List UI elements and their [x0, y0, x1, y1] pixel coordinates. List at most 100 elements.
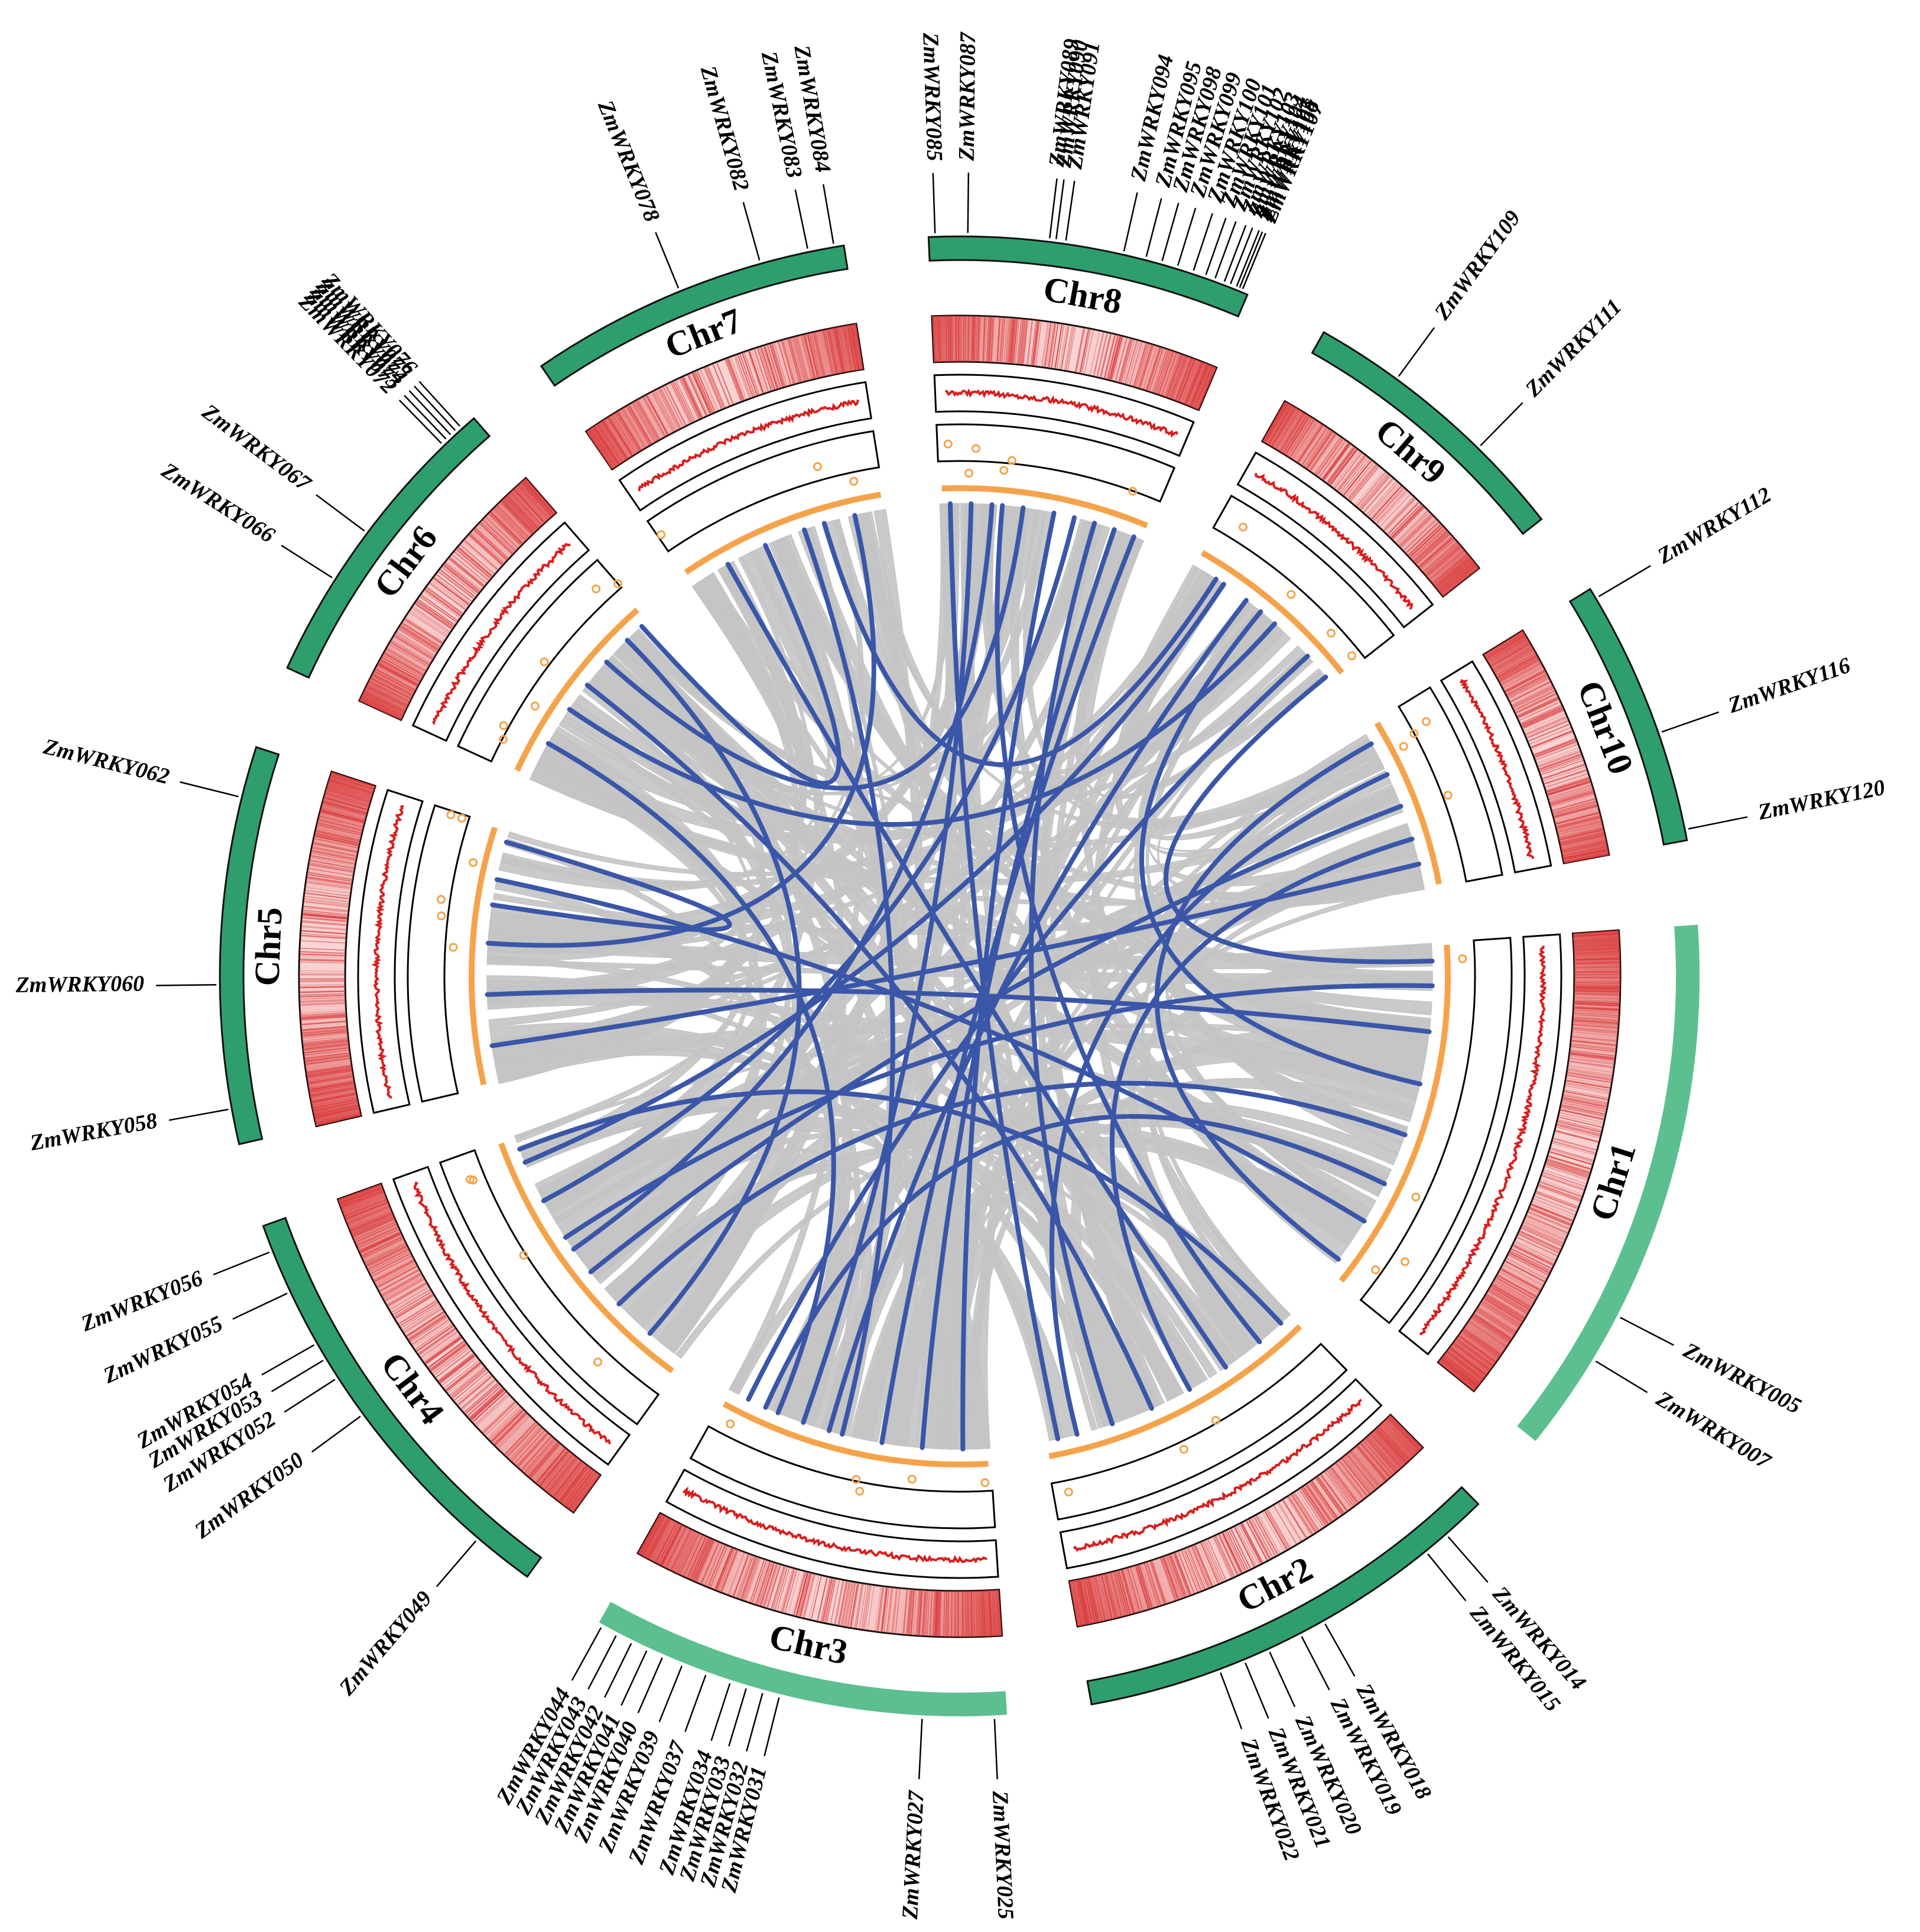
gene-marker[interactable]: ZmWRKY112	[1598, 482, 1776, 598]
gene-track	[514, 608, 639, 772]
chromosome-band[interactable]	[1311, 331, 1543, 535]
density-stripe	[1357, 1445, 1387, 1480]
density-stripe	[989, 1591, 992, 1635]
gene-marker[interactable]: ZmWRKY027	[898, 1719, 929, 1920]
density-stripe	[544, 1454, 573, 1490]
density-stripe	[977, 317, 980, 361]
scatter-track	[1397, 686, 1503, 883]
chromosome-band[interactable]	[540, 244, 849, 387]
density-stripe	[907, 1590, 912, 1634]
gene-marker[interactable]: ZmWRKY049	[334, 1540, 477, 1700]
density-stripe	[1268, 405, 1291, 444]
gene-marker[interactable]: ZmWRKY025	[987, 1719, 1018, 1920]
density-stripe	[1514, 1243, 1554, 1264]
density-stripe	[852, 325, 860, 369]
gene-marker[interactable]: ZmWRKY062	[41, 734, 239, 797]
density-stripe	[1347, 464, 1376, 499]
gene-marker[interactable]: ZmWRKY111	[1480, 294, 1627, 447]
chromosome-band[interactable]	[286, 417, 491, 679]
density-stripe	[826, 1579, 836, 1623]
density-stripe	[1343, 1457, 1372, 1492]
chromosome-band[interactable]	[1086, 1486, 1480, 1706]
density-stripe	[507, 1424, 538, 1457]
gene-marker[interactable]: ZmWRKY078	[593, 96, 680, 289]
density-stripe	[935, 1592, 938, 1636]
gene-marker[interactable]: ZmWRKY087	[954, 31, 980, 233]
density-stripe	[646, 395, 668, 435]
density-stripe	[1077, 1580, 1087, 1624]
chromosome-band[interactable]	[262, 1216, 542, 1578]
density-stripe	[1430, 550, 1464, 580]
gene-track	[1374, 721, 1443, 885]
density-stripe	[1574, 937, 1619, 940]
density-stripe	[839, 1582, 848, 1625]
density-stripe	[1556, 812, 1599, 824]
density-stripe	[1463, 1330, 1500, 1356]
density-stripe	[1330, 449, 1357, 485]
density-stripe	[1547, 777, 1589, 791]
density-stripe	[838, 327, 847, 371]
density-stripe	[554, 1462, 583, 1498]
density-stripe	[1291, 1494, 1316, 1532]
density-stripe	[396, 633, 434, 657]
density-stripe	[977, 317, 979, 361]
chromosome-band[interactable]	[219, 746, 280, 1145]
chromosome-band[interactable]	[1517, 924, 1700, 1441]
density-stripe	[1100, 334, 1111, 377]
density-stripe	[1574, 1002, 1619, 1006]
density-stripe	[1565, 1089, 1609, 1099]
density-stripe	[1497, 1274, 1537, 1297]
density-stripe	[1558, 1121, 1601, 1133]
density-stripe	[341, 1190, 383, 1207]
density-stripe	[374, 671, 414, 693]
density-stripe	[332, 772, 374, 787]
density-stripe	[915, 1590, 920, 1635]
density-stripe	[1249, 1519, 1271, 1558]
density-stripe	[345, 1199, 386, 1216]
density-stripe	[1558, 819, 1601, 831]
gene-marker[interactable]: ZmWRKY082	[695, 63, 761, 261]
density-stripe	[521, 1436, 551, 1470]
density-stripe	[807, 334, 819, 378]
gene-leader-line	[1301, 1636, 1330, 1691]
gene-marker[interactable]: ZmWRKY058	[28, 1108, 229, 1156]
gene-marker[interactable]: ZmWRKY085	[918, 32, 947, 233]
density-stripe	[300, 951, 345, 954]
chromosome-band[interactable]	[927, 235, 1249, 318]
density-stripe	[1519, 702, 1560, 721]
density-stripe	[589, 430, 615, 467]
density-stripe	[379, 1269, 419, 1291]
chromosome-chr4: Chr4	[262, 1142, 674, 1578]
density-stripe	[1492, 1284, 1531, 1307]
density-stripe	[315, 1108, 359, 1118]
density-stripe	[796, 1573, 808, 1616]
density-stripe	[975, 317, 977, 361]
density-stripe	[1094, 1577, 1106, 1620]
expression-point	[540, 657, 549, 667]
density-stripe	[1527, 720, 1568, 739]
density-stripe	[767, 345, 781, 388]
density-stripe	[1056, 324, 1065, 369]
density-stripe	[304, 1047, 349, 1054]
chromosome-band[interactable]	[1568, 587, 1688, 846]
density-stripe	[324, 797, 368, 810]
gene-leader-line	[1230, 228, 1253, 284]
density-stripe	[346, 1202, 387, 1219]
gene-leader-line	[571, 1627, 602, 1681]
density-stripe	[1222, 1532, 1242, 1573]
gene-marker[interactable]: ZmWRKY060	[15, 971, 217, 998]
density-stripe	[1032, 321, 1039, 365]
density-stripe	[495, 507, 527, 539]
gene-marker[interactable]: ZmWRKY109	[1398, 206, 1526, 377]
density-stripe	[1118, 339, 1131, 382]
synteny-links-layer	[486, 503, 1433, 1450]
gene-marker[interactable]: ZmWRKY120	[1688, 775, 1887, 830]
gene-marker[interactable]: ZmWRKY056	[77, 1251, 270, 1337]
gene-marker[interactable]: ZmWRKY116	[1661, 653, 1854, 733]
density-stripe	[1246, 1521, 1268, 1560]
density-stripe	[761, 347, 775, 389]
density-stripe	[674, 1531, 694, 1571]
density-stripe	[1329, 449, 1357, 485]
chromosome-band[interactable]	[599, 1602, 1008, 1716]
gene-marker[interactable]: ZmWRKY005	[1620, 1317, 1805, 1419]
